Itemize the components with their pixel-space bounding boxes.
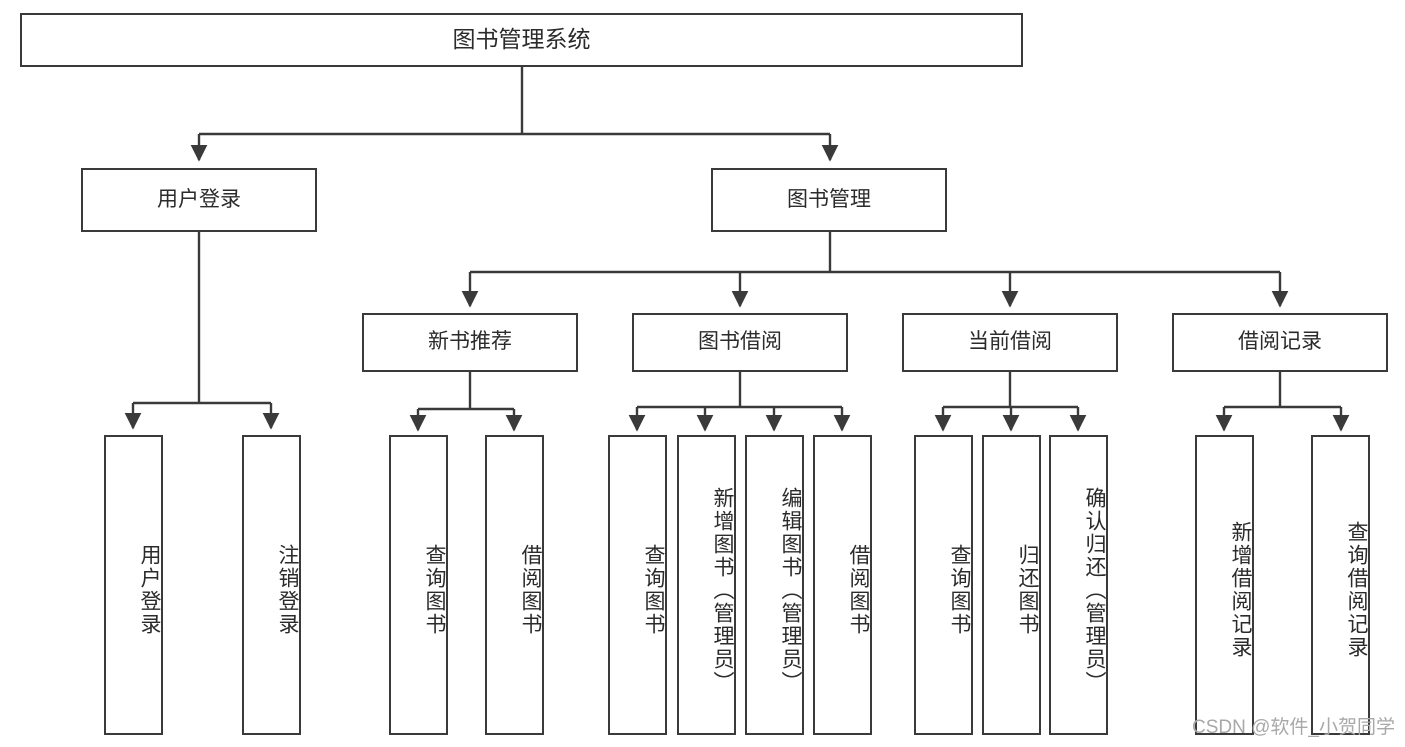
node-label: 查询借阅记录 bbox=[1345, 521, 1368, 659]
leaf-new-book-query-book[interactable]: 查询图书 bbox=[389, 435, 448, 735]
leaf-book-borrow-query-book[interactable]: 查询图书 bbox=[608, 435, 667, 735]
node-label: 注销登录 bbox=[276, 544, 299, 636]
node-label: 借阅图书 bbox=[847, 544, 870, 636]
node-label: 查询图书 bbox=[642, 544, 665, 636]
node-label: 图书借阅 bbox=[698, 330, 782, 354]
node-label: 查询图书 bbox=[423, 544, 446, 636]
node-label: 确认归还（管理员） bbox=[1083, 486, 1106, 694]
node-user-login[interactable]: 用户登录 bbox=[81, 168, 317, 232]
node-borrow-record[interactable]: 借阅记录 bbox=[1172, 313, 1388, 372]
node-label: 新书推荐 bbox=[428, 330, 512, 354]
node-book-management[interactable]: 图书管理 bbox=[711, 168, 947, 232]
node-label: 新增图书（管理员） bbox=[711, 486, 734, 694]
leaf-current-borrow-return-book[interactable]: 归还图书 bbox=[982, 435, 1041, 735]
leaf-new-book-borrow-book[interactable]: 借阅图书 bbox=[485, 435, 544, 735]
node-current-borrow[interactable]: 当前借阅 bbox=[902, 313, 1118, 372]
node-label: 借阅记录 bbox=[1238, 330, 1322, 354]
node-label: 当前借阅 bbox=[968, 330, 1052, 354]
node-label: 用户登录 bbox=[157, 187, 241, 211]
leaf-user-login-logout[interactable]: 注销登录 bbox=[242, 435, 301, 735]
node-label: 借阅图书 bbox=[519, 544, 542, 636]
node-label: 图书管理 bbox=[787, 187, 871, 211]
node-label: 查询图书 bbox=[948, 544, 971, 636]
leaf-borrow-record-query-record[interactable]: 查询借阅记录 bbox=[1311, 435, 1370, 735]
node-new-book-recommend[interactable]: 新书推荐 bbox=[362, 313, 578, 372]
node-book-borrow[interactable]: 图书借阅 bbox=[632, 313, 848, 372]
node-label: 新增借阅记录 bbox=[1229, 521, 1252, 659]
node-label: 图书管理系统 bbox=[452, 26, 591, 53]
node-label: 归还图书 bbox=[1016, 544, 1039, 636]
leaf-current-borrow-confirm-return-admin[interactable]: 确认归还（管理员） bbox=[1049, 435, 1108, 735]
leaf-book-borrow-borrow-book[interactable]: 借阅图书 bbox=[813, 435, 872, 735]
leaf-current-borrow-query-book[interactable]: 查询图书 bbox=[914, 435, 973, 735]
leaf-borrow-record-add-record[interactable]: 新增借阅记录 bbox=[1195, 435, 1254, 735]
leaf-user-login-login[interactable]: 用户登录 bbox=[104, 435, 163, 735]
node-label: 编辑图书（管理员） bbox=[779, 486, 802, 694]
leaf-book-borrow-edit-book-admin[interactable]: 编辑图书（管理员） bbox=[745, 435, 804, 735]
node-label: 用户登录 bbox=[138, 544, 161, 636]
node-root-book-management-system[interactable]: 图书管理系统 bbox=[20, 13, 1023, 67]
leaf-book-borrow-add-book-admin[interactable]: 新增图书（管理员） bbox=[677, 435, 736, 735]
watermark-csdn: CSDN @软件_小贺同学 bbox=[1192, 717, 1395, 738]
